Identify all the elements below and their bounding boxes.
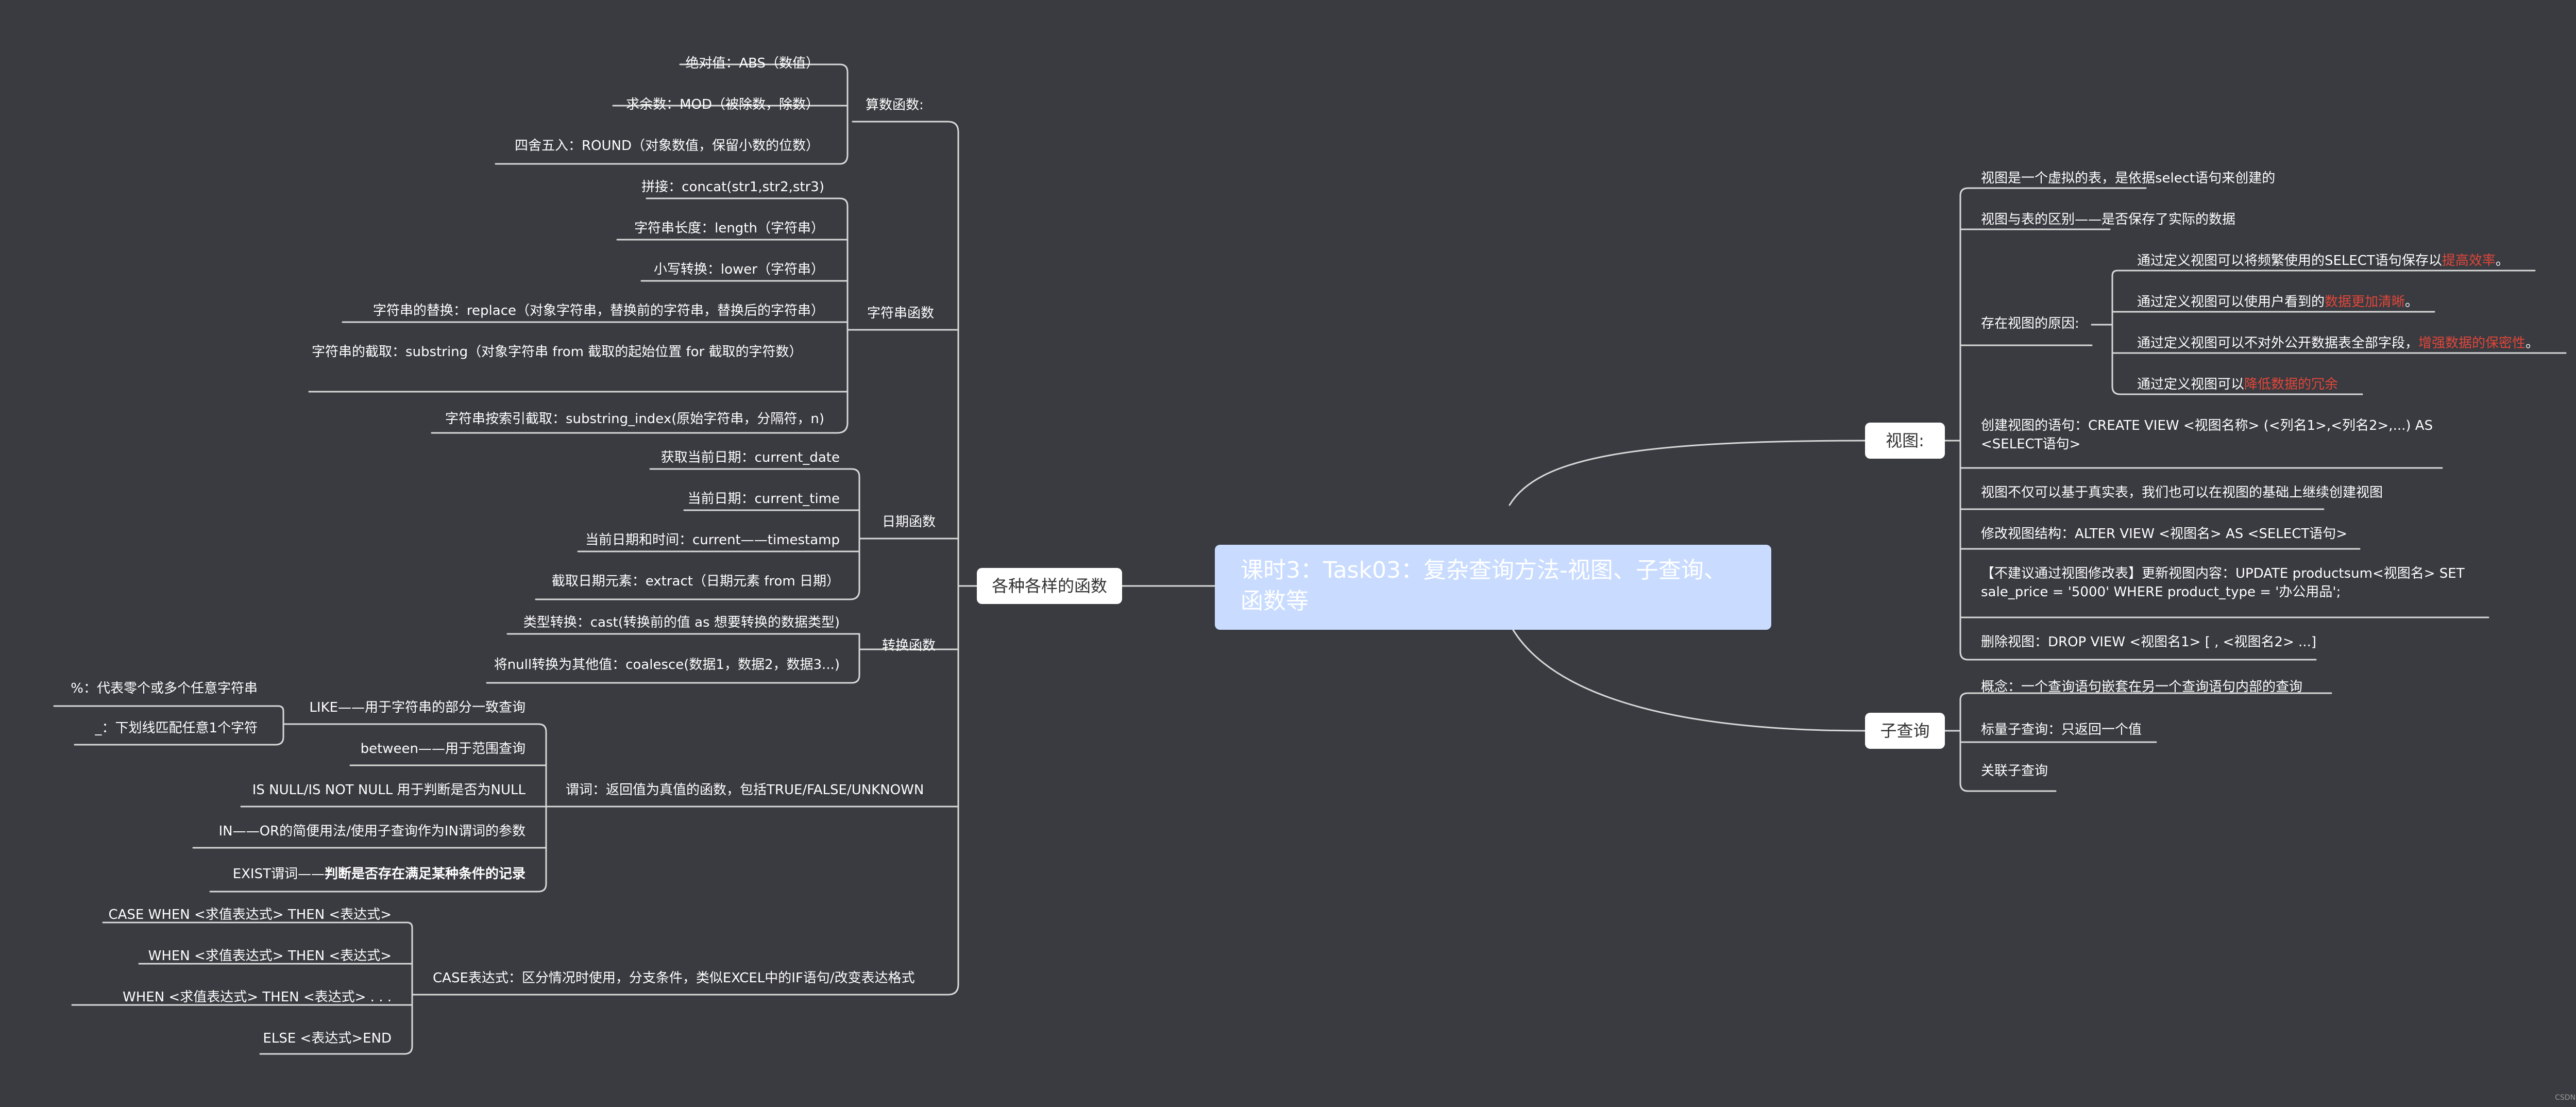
group-label-date[interactable]: 日期函数 bbox=[882, 514, 936, 530]
case-item[interactable]: ELSE <表达式>END bbox=[263, 1031, 392, 1046]
math-item[interactable]: 绝对值：ABS（数值） bbox=[685, 56, 819, 71]
group-label-case[interactable]: CASE表达式：区分情况时使用，分支条件，类似EXCEL中的IF语句/改变表达格… bbox=[433, 970, 915, 986]
group-label-predicate[interactable]: 谓词：返回值为真值的函数，包括TRUE/FALSE/UNKNOWN bbox=[566, 782, 924, 798]
central-topic[interactable]: 课时3：Task03：复杂查询方法-视图、子查询、函数等 bbox=[1215, 545, 1771, 630]
convert-item[interactable]: 将null转换为其他值：coalesce(数据1，数据2，数据3...) bbox=[494, 657, 840, 673]
branch-subquery-label: 子查询 bbox=[1880, 721, 1930, 741]
branch-subquery[interactable]: 子查询 bbox=[1865, 713, 1945, 749]
string-item[interactable]: 字符串长度：length（字符串） bbox=[634, 221, 824, 236]
math-item[interactable]: 求余数：MOD（被除数，除数） bbox=[626, 97, 819, 112]
reason-item[interactable]: 通过定义视图可以不对外公开数据表全部字段，增强数据的保密性。 bbox=[2137, 336, 2539, 351]
view-item[interactable]: 创建视图的语句：CREATE VIEW <视图名称> (<列名1>,<列名2>,… bbox=[1981, 418, 2433, 452]
view-item[interactable]: 视图是一个虚拟的表，是依据select语句来创建的 bbox=[1981, 171, 2276, 186]
group-label-string[interactable]: 字符串函数 bbox=[867, 306, 935, 321]
string-item[interactable]: 字符串的截取：substring（对象字符串 from 截取的起始位置 for … bbox=[312, 344, 803, 360]
predicate-item[interactable]: IS NULL/IS NOT NULL 用于判断是否为NULL bbox=[252, 782, 526, 798]
group-label-math[interactable]: 算数函数: bbox=[866, 97, 924, 113]
view-item-reasons[interactable]: 存在视图的原因: bbox=[1981, 316, 2079, 331]
string-item[interactable]: 小写转换：lower（字符串） bbox=[653, 262, 824, 277]
view-item[interactable]: 删除视图：DROP VIEW <视图名1> [ , <视图名2> ...] bbox=[1981, 634, 2316, 650]
case-item[interactable]: CASE WHEN <求值表达式> THEN <表达式> bbox=[108, 907, 392, 922]
branch-view-label: 视图: bbox=[1886, 431, 1924, 450]
like-child[interactable]: _：下划线匹配任意1个字符 bbox=[95, 720, 258, 736]
branch-view[interactable]: 视图: bbox=[1865, 423, 1945, 459]
group-label-convert[interactable]: 转换函数 bbox=[882, 638, 936, 653]
reason-item[interactable]: 通过定义视图可以使用户看到的数据更加清晰。 bbox=[2137, 294, 2419, 310]
convert-item[interactable]: 类型转换：cast(转换前的值 as 想要转换的数据类型) bbox=[523, 615, 840, 630]
view-item[interactable]: 【不建议通过视图修改表】更新视图内容：UPDATE productsum<视图名… bbox=[1981, 566, 2465, 600]
subquery-item[interactable]: 标量子查询：只返回一个值 bbox=[1981, 722, 2142, 737]
predicate-item-like[interactable]: LIKE——用于字符串的部分一致查询 bbox=[309, 700, 526, 715]
string-item[interactable]: 字符串的替换：replace（对象字符串，替换前的字符串，替换后的字符串） bbox=[372, 303, 824, 318]
date-item[interactable]: 截取日期元素：extract（日期元素 from 日期） bbox=[551, 574, 840, 589]
date-item[interactable]: 获取当前日期：current_date bbox=[660, 450, 840, 465]
string-item[interactable]: 拼接：concat(str1,str2,str3) bbox=[641, 179, 824, 195]
reason-highlight: 数据更加清晰 bbox=[2325, 294, 2405, 310]
case-item[interactable]: WHEN <求值表达式> THEN <表达式> . . . bbox=[123, 989, 392, 1005]
math-item[interactable]: 四舍五入：ROUND（对象数值，保留小数的位数） bbox=[514, 138, 819, 154]
view-item[interactable]: 修改视图结构：ALTER VIEW <视图名> AS <SELECT语句> bbox=[1981, 526, 2348, 542]
string-item[interactable]: 字符串按索引截取：substring_index(原始字符串，分隔符，n) bbox=[445, 411, 824, 427]
branch-functions[interactable]: 各种各样的函数 bbox=[977, 568, 1122, 604]
connector-center-subquery bbox=[1509, 623, 1866, 732]
central-topic-title: 课时3：Task03：复杂查询方法-视图、子查询、函数等 bbox=[1241, 557, 1726, 614]
predicate-item[interactable]: between——用于范围查询 bbox=[360, 741, 526, 757]
reason-highlight: 降低数据的冗余 bbox=[2244, 377, 2338, 392]
date-item[interactable]: 当前日期：current_time bbox=[687, 491, 840, 507]
reason-item[interactable]: 通过定义视图可以降低数据的冗余 bbox=[2137, 377, 2338, 392]
reason-highlight: 增强数据的保密性 bbox=[2418, 336, 2526, 351]
predicate-item[interactable]: IN——OR的简便用法/使用子查询作为IN谓词的参数 bbox=[218, 824, 526, 839]
reason-highlight: 提高效率 bbox=[2442, 253, 2496, 269]
subquery-item[interactable]: 关联子查询 bbox=[1981, 763, 2048, 779]
like-child[interactable]: %：代表零个或多个任意字符串 bbox=[71, 681, 258, 696]
date-item[interactable]: 当前日期和时间：current——timestamp bbox=[585, 532, 840, 548]
exist-bold-text: 判断是否存在满足某种条件的记录 bbox=[324, 866, 526, 882]
predicate-item-exist[interactable]: EXIST谓词——判断是否存在满足某种条件的记录 bbox=[233, 865, 526, 883]
exist-prefix: EXIST谓词—— bbox=[232, 866, 325, 882]
view-item[interactable]: 视图不仅可以基于真实表，我们也可以在视图的基础上继续创建视图 bbox=[1981, 485, 2383, 500]
watermark-credit: CSDN @shengOyB bbox=[2555, 1094, 2576, 1102]
branch-functions-label: 各种各样的函数 bbox=[991, 576, 1107, 596]
connector-center-view bbox=[1509, 440, 1866, 506]
subquery-item[interactable]: 概念：一个查询语句嵌套在另一个查询语句内部的查询 bbox=[1981, 679, 2303, 695]
case-item[interactable]: WHEN <求值表达式> THEN <表达式> bbox=[148, 948, 392, 964]
view-item[interactable]: 视图与表的区别——是否保存了实际的数据 bbox=[1981, 212, 2236, 227]
reason-item[interactable]: 通过定义视图可以将频繁使用的SELECT语句保存以提高效率。 bbox=[2137, 253, 2509, 269]
